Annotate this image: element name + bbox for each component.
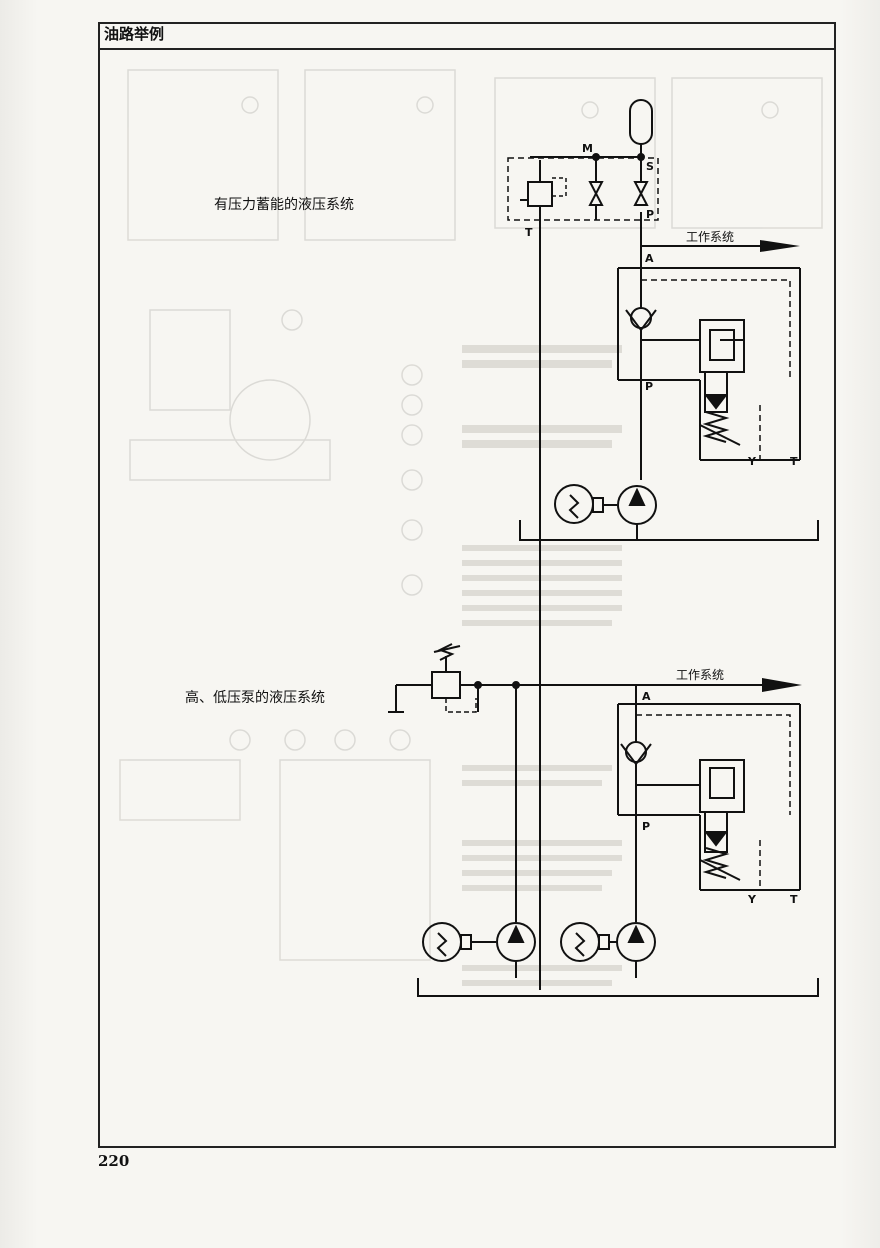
page-number: 220 — [98, 1152, 130, 1170]
header-bar — [98, 22, 834, 50]
bottom-rule — [98, 1146, 834, 1148]
label-t-2: T — [790, 893, 798, 906]
label-p-top: P — [646, 208, 654, 221]
label-work-system: 工作系统 — [686, 230, 734, 244]
caption-accumulator-system: 有压力蓄能的液压系统 — [214, 197, 354, 213]
label-t-top: T — [525, 226, 533, 239]
electric-motor-high — [560, 922, 600, 962]
caption-high-low-pump-system: 高、低压泵的液压系统 — [185, 690, 325, 706]
label-work-system-2: 工作系统 — [676, 668, 724, 682]
label-m: M — [582, 142, 593, 155]
label-p-2: P — [642, 820, 650, 833]
shutoff-valve-p — [633, 181, 649, 206]
label-a-2: A — [642, 690, 651, 703]
shutoff-valve-m — [588, 181, 604, 206]
label-p: P — [645, 380, 653, 393]
label-t: T — [790, 455, 798, 468]
label-y: Y — [747, 455, 757, 468]
section-title: 油路举例 — [104, 25, 165, 43]
label-s: S — [646, 160, 654, 173]
electric-motor-low — [422, 922, 462, 962]
low-pressure-relief-valve — [431, 671, 461, 699]
check-valve-ball-2 — [625, 741, 647, 763]
label-a: A — [645, 252, 654, 265]
page-frame — [98, 22, 836, 1148]
label-y-2: Y — [747, 893, 757, 906]
